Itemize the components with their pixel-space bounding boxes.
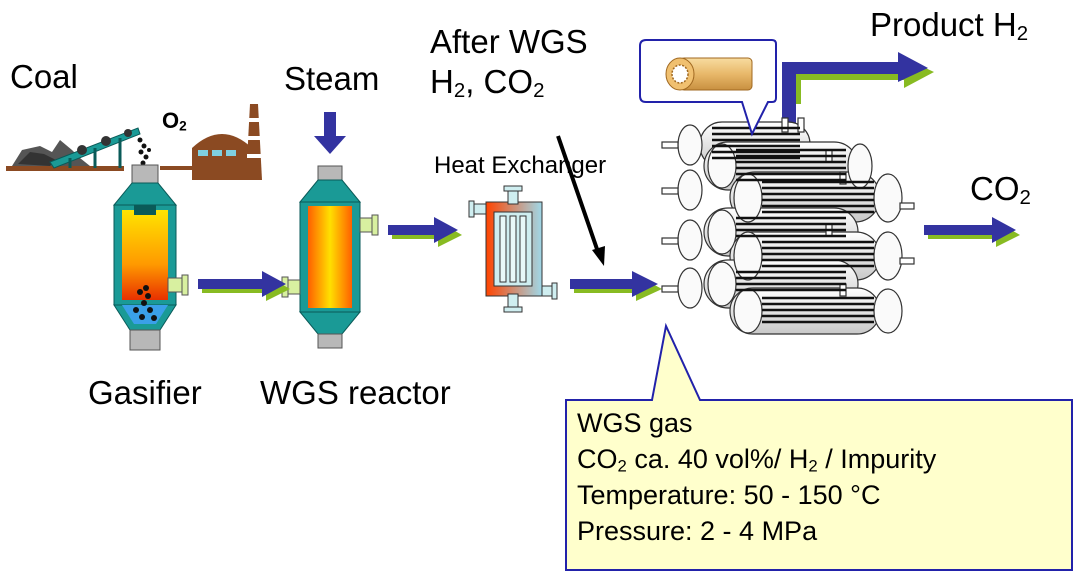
callout-line-temperature: Temperature: 50 - 150 °C: [577, 480, 881, 510]
wgs-reactor-vessel: [281, 165, 379, 349]
heat-exchanger-label: Heat Exchanger: [434, 152, 607, 179]
flow-arrow-gasifier-to-wgs: [198, 271, 290, 301]
membrane-tube-bundles: [712, 126, 874, 324]
flow-arrow-hx-to-membrane: [570, 271, 662, 301]
oxygen-plant: [160, 104, 262, 180]
steam-arrow: [314, 112, 346, 154]
co2-output-label: CO2: [970, 170, 1031, 210]
flow-arrow-wgs-to-hx: [388, 217, 462, 247]
after-wgs-label: After WGS H2, CO2: [430, 23, 588, 103]
o2-label: O2: [162, 108, 187, 134]
gasifier-vessel: [112, 164, 189, 351]
after-wgs-pointer-arrow: [556, 135, 605, 266]
product-h2-label: Product H2: [870, 6, 1029, 46]
coal-conveyor: [6, 127, 151, 171]
callout-line-composition: CO2 ca. 40 vol%/ H2 / Impurity: [577, 444, 937, 476]
wgs-gas-info-callout: [565, 322, 1073, 571]
coal-label: Coal: [10, 58, 78, 95]
gasifier-label: Gasifier: [88, 374, 202, 411]
flow-arrow-co2-out: [924, 217, 1020, 247]
steam-label: Steam: [284, 60, 380, 97]
heat-exchanger-unit: [468, 185, 558, 313]
wgs-gas-properties: WGS gas CO2 ca. 40 vol%/ H2 / Impurity T…: [577, 405, 936, 549]
callout-line-gas: WGS gas: [577, 408, 693, 438]
flow-arrow-product-h2: [782, 52, 934, 130]
wgs-reactor-label: WGS reactor: [260, 374, 451, 411]
membrane-tube-zoom-bubble: [639, 39, 777, 137]
callout-line-pressure: Pressure: 2 - 4 MPa: [577, 516, 818, 546]
